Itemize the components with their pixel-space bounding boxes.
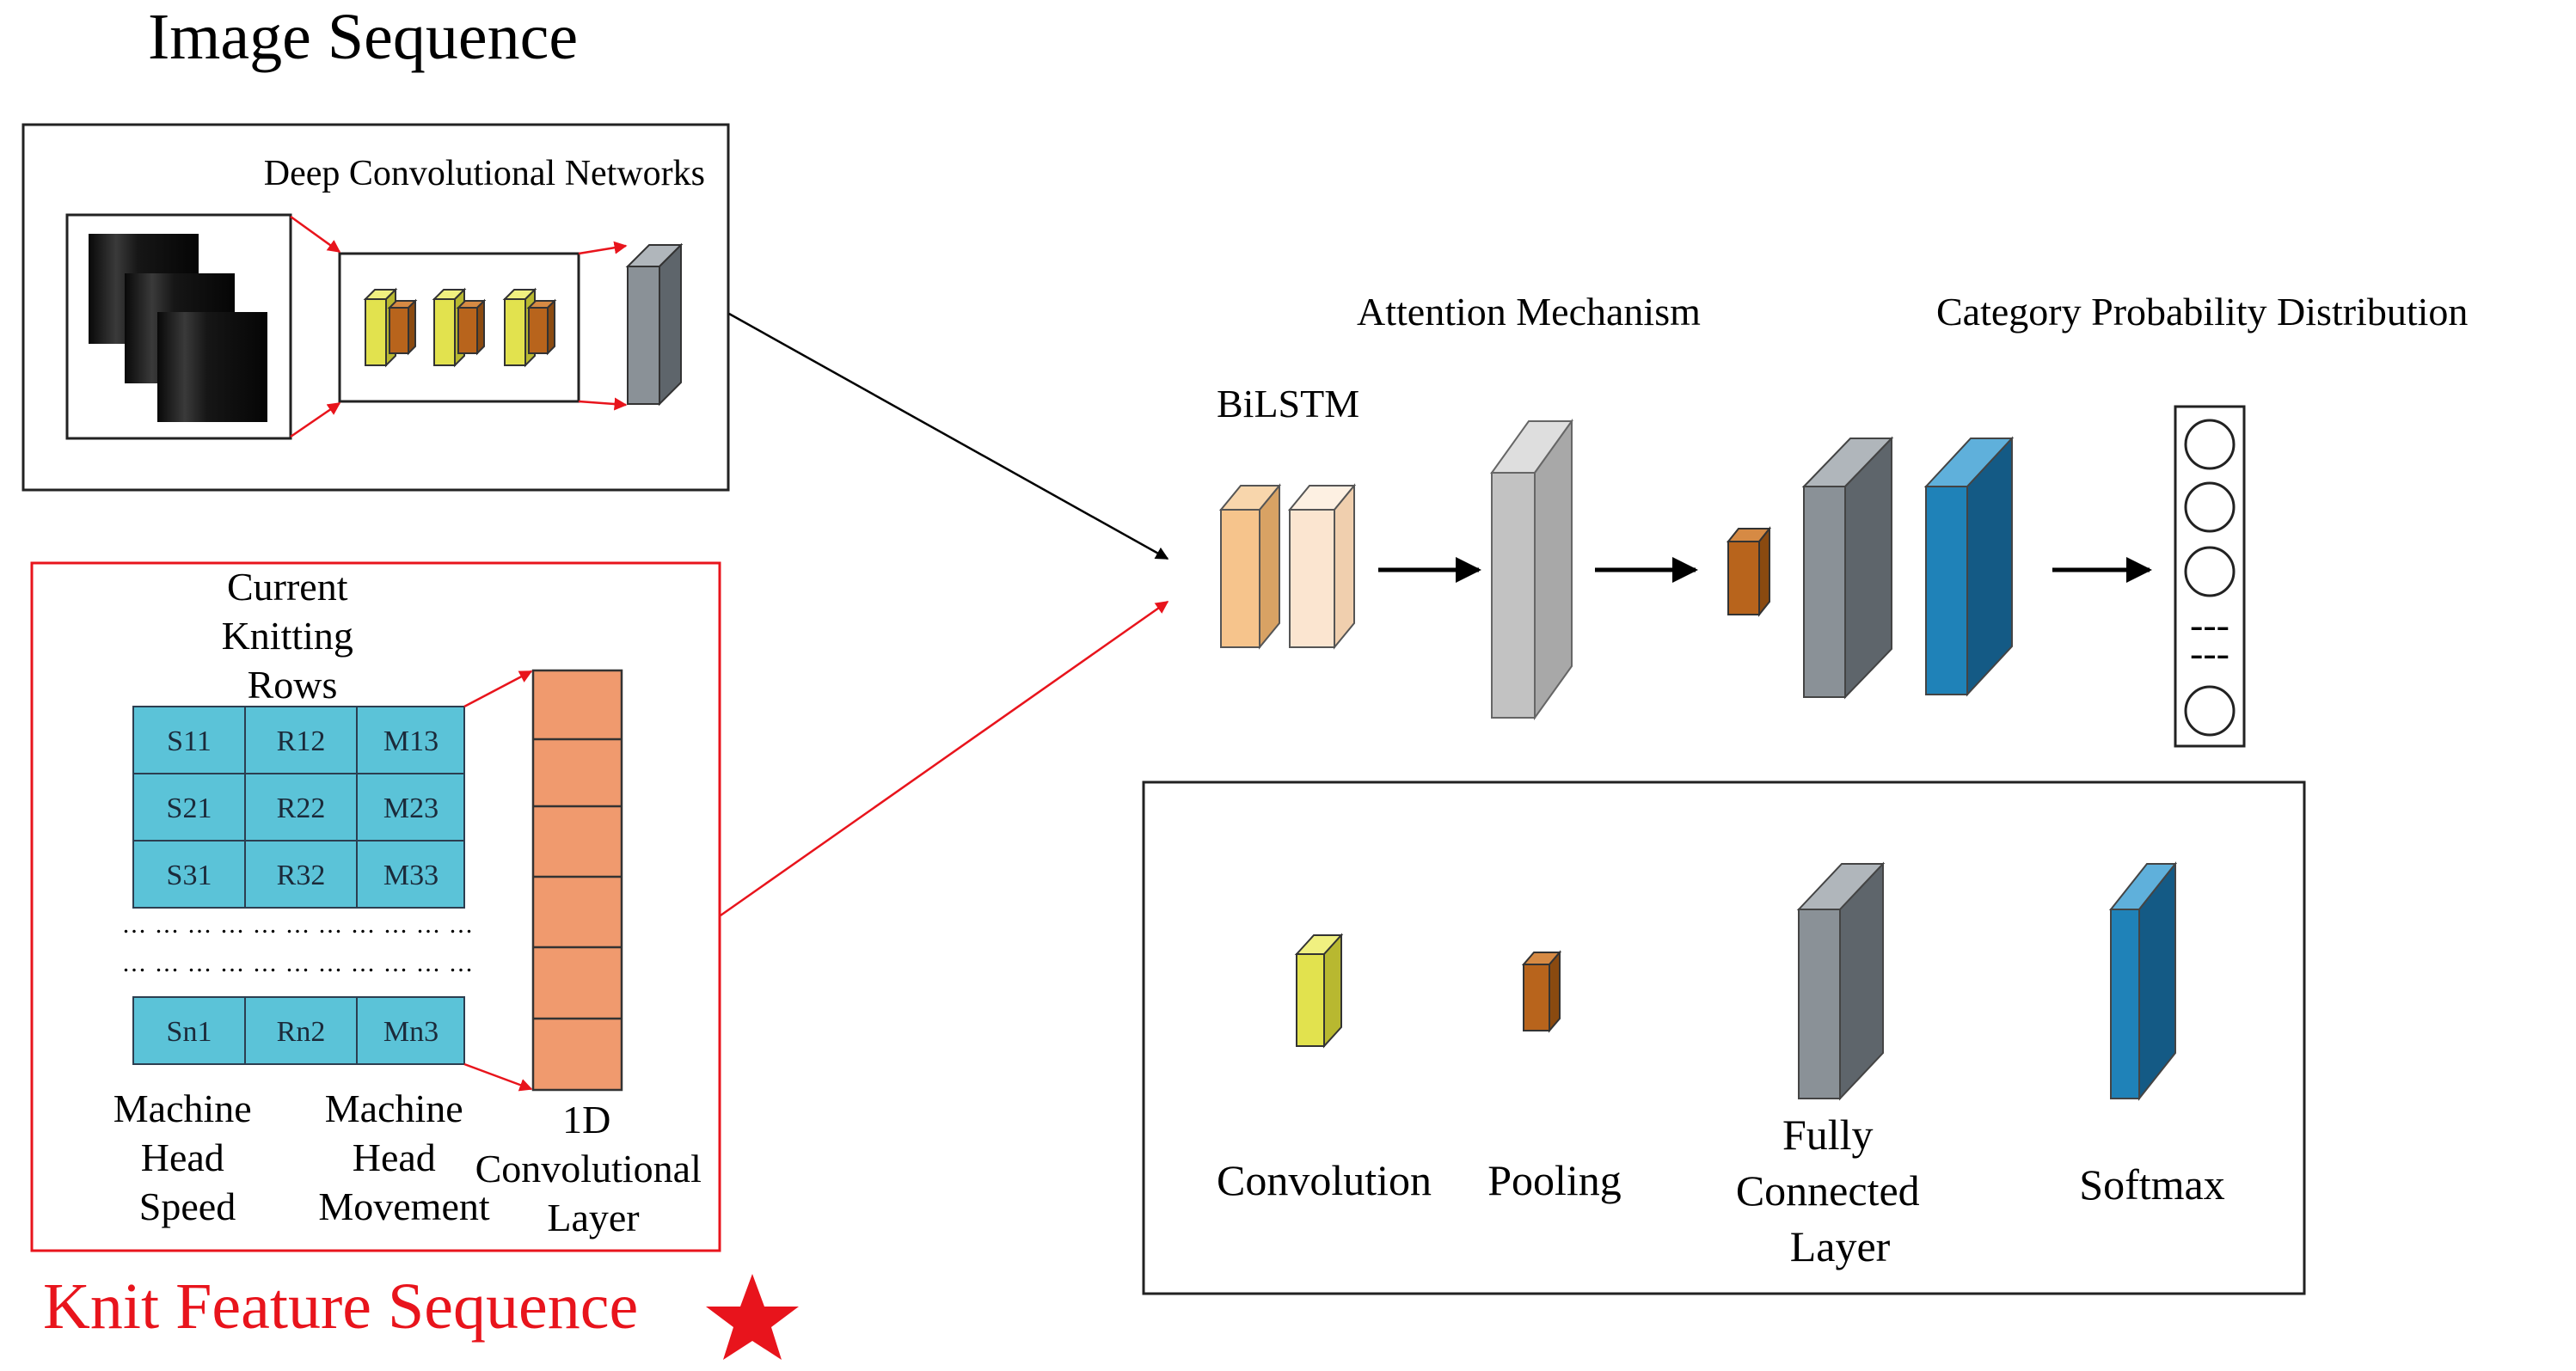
cnn-fc-block — [625, 242, 684, 407]
table-row: S11 R12 M13 — [132, 706, 465, 774]
table-cell: S31 — [167, 860, 212, 891]
pooling-block — [1726, 526, 1772, 617]
legend-softmax-label: Softmax — [2079, 1160, 2224, 1209]
output-neuron — [2184, 481, 2236, 533]
arrow-icon — [463, 670, 533, 708]
legend-pooling-icon — [1521, 950, 1562, 1033]
legend-convolution-label: Convolution — [1217, 1156, 1432, 1204]
output-dashes: --- — [2190, 603, 2229, 646]
output-vector: --- --- — [2174, 405, 2246, 748]
output-neuron — [2184, 419, 2236, 470]
arrow-icon — [578, 397, 628, 411]
cnn-block-3 — [502, 287, 557, 368]
bilstm-label: BiLSTM — [1217, 382, 1359, 425]
image-sequence-title: Image Sequence — [148, 1, 578, 73]
label-conv1d: 1D Convolutional Layer — [475, 1098, 712, 1239]
arrow-icon — [578, 241, 628, 255]
cnn-block-2 — [432, 287, 487, 368]
cnn-label: Deep Convolutional Networks — [264, 154, 705, 193]
table-cell: R32 — [277, 860, 326, 891]
table-cell: M13 — [383, 725, 439, 757]
table-cell: M23 — [383, 793, 439, 824]
table-cell: S11 — [167, 725, 212, 757]
cnn-block-1 — [363, 287, 418, 368]
legend-fully-connected-icon — [1796, 861, 1886, 1101]
legend-softmax-icon — [2108, 861, 2178, 1101]
output-neuron — [2184, 546, 2236, 597]
arrow-icon — [290, 401, 341, 438]
table-row: Sn1 Rn2 Mn3 — [132, 996, 465, 1065]
legend-fully-connected-label: Fully Connected Layer — [1736, 1111, 1930, 1270]
table-cell: Mn3 — [383, 1016, 439, 1048]
knit-feature-sequence-title: Knit Feature Sequence — [43, 1270, 638, 1343]
output-dashes: --- — [2190, 631, 2229, 675]
legend-convolution-icon — [1294, 933, 1344, 1049]
table-cell: R12 — [277, 725, 326, 757]
legend-pooling-label: Pooling — [1487, 1156, 1622, 1204]
table-ellipsis: ... ... ... ... ... ... ... ... ... ... … — [123, 910, 475, 939]
arrow-icon — [728, 312, 1169, 560]
fully-connected-block — [1801, 436, 1894, 700]
table-cell: S21 — [167, 793, 212, 824]
legend-box — [1142, 780, 2306, 1295]
image-frame-3 — [157, 312, 267, 422]
image-frames-stack — [65, 213, 292, 440]
output-neuron — [2184, 685, 2236, 737]
table-cell: Rn2 — [277, 1016, 326, 1048]
cnn-inner-box — [338, 252, 580, 403]
knit-table: S11 R12 M13 S21 R22 M23 S31 R32 M33 ... … — [123, 706, 475, 1065]
star-icon — [706, 1274, 799, 1360]
table-cell: Sn1 — [167, 1016, 212, 1048]
attention-block — [1490, 418, 1573, 721]
knit-outer-box — [30, 561, 721, 1252]
table-ellipsis: ... ... ... ... ... ... ... ... ... ... … — [123, 949, 475, 977]
table-row: S21 R22 M23 — [132, 773, 465, 842]
bilstm-block — [1218, 483, 1357, 650]
knit-header: Current Knitting Rows — [222, 565, 364, 707]
attention-label: Attention Mechanism — [1357, 290, 1701, 334]
softmax-block — [1923, 436, 2015, 697]
table-cell: R22 — [277, 793, 326, 824]
table-row: S31 R32 M33 — [132, 840, 465, 909]
arrow-icon — [290, 215, 341, 254]
category-label: Category Probability Distribution — [1936, 290, 2468, 334]
label-machine-head-speed: Machine Head Speed — [113, 1086, 261, 1228]
table-cell: M33 — [383, 860, 439, 891]
arrow-icon — [720, 600, 1169, 917]
cnn-outer-box — [21, 123, 730, 492]
conv1d-column — [531, 669, 623, 1092]
label-machine-head-movement: Machine Head Movement — [318, 1086, 490, 1228]
arrow-icon — [463, 1062, 533, 1092]
